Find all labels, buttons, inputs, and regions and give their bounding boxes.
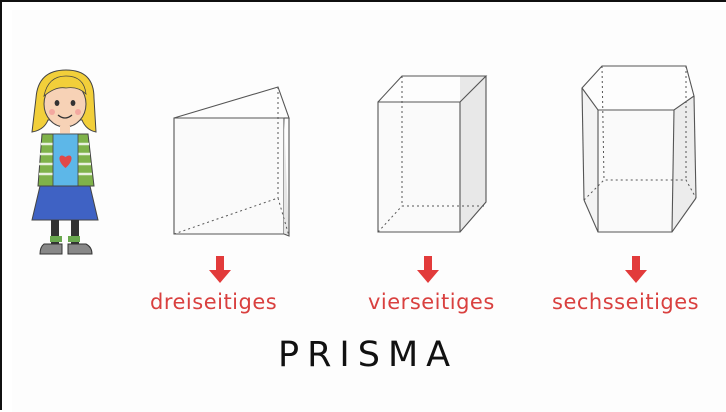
girl-character-icon bbox=[31, 69, 99, 255]
triangular-prism-shape bbox=[173, 86, 290, 237]
page-title: PRISMA bbox=[278, 335, 459, 375]
rectangular-prism-shape bbox=[377, 75, 488, 233]
label-rectangular-prism: vierseitiges bbox=[368, 290, 495, 314]
label-hexagonal-prism: sechsseitiges bbox=[552, 290, 700, 314]
hexagonal-prism-shape bbox=[581, 65, 697, 233]
arrow-down-icon bbox=[625, 256, 647, 283]
arrow-down-icon bbox=[209, 256, 231, 283]
arrow-down-icon bbox=[417, 256, 439, 283]
label-triangular-prism: dreiseitiges bbox=[150, 290, 278, 314]
